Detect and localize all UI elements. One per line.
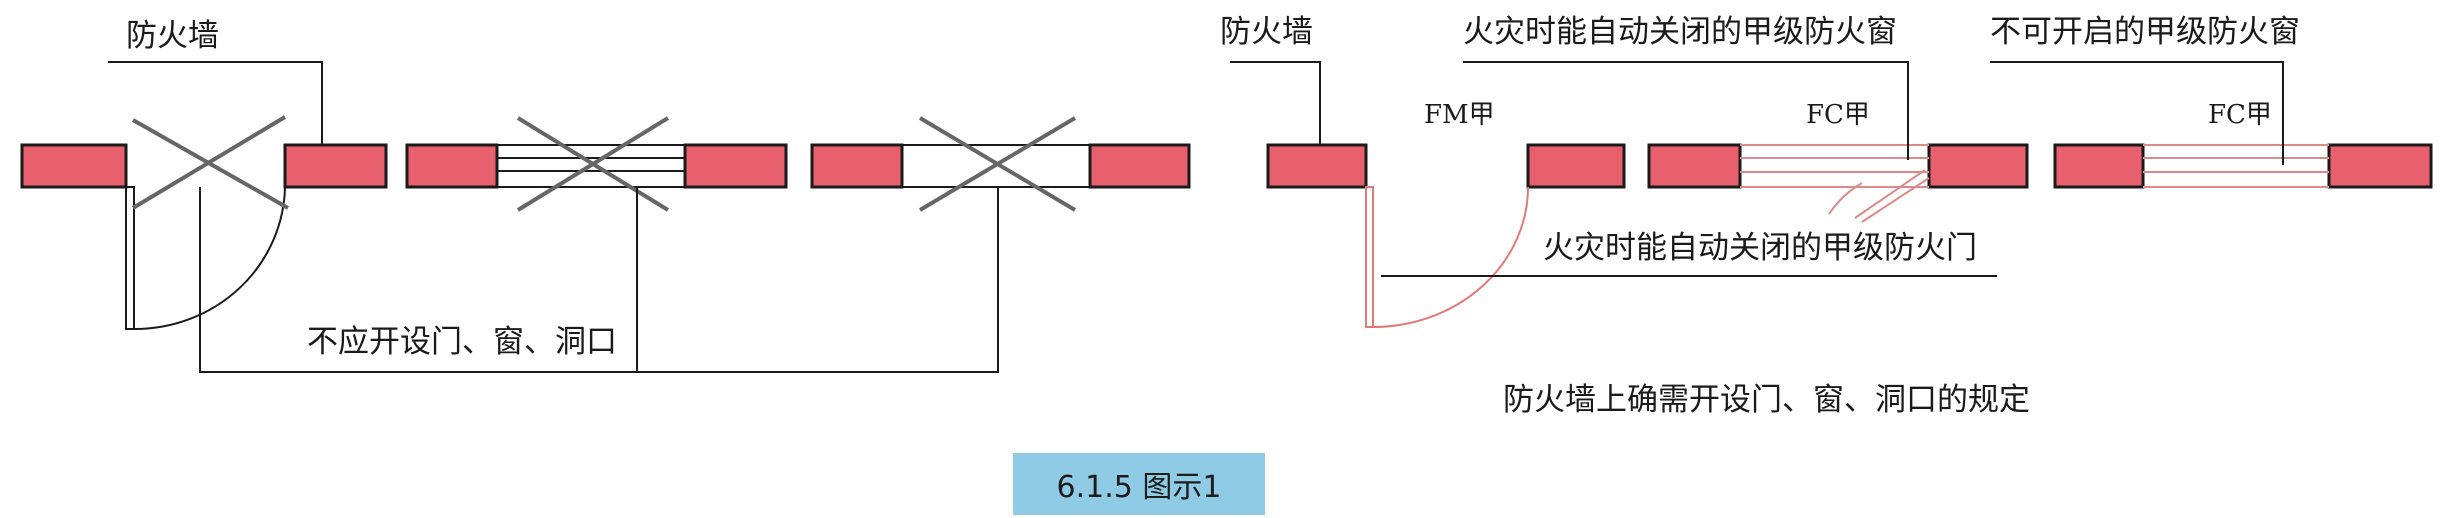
door-leaf	[1365, 186, 1374, 328]
wall-segment	[810, 143, 904, 189]
auto-window-label: 火灾时能自动关闭的甲级防火窗	[1463, 14, 1897, 50]
right-diagram: 防火墙 火灾时能自动关闭的甲级防火窗 不可开启的甲级防火窗 FM甲 FC甲 FC…	[1220, 14, 2433, 418]
wall-segment	[405, 143, 499, 189]
door-swing-arc	[1372, 186, 1529, 328]
wall-segment	[1088, 143, 1191, 189]
forbidden-window-opening	[497, 116, 685, 212]
fixed-window-label: 不可开启的甲级防火窗	[1990, 14, 2300, 50]
auto-window-opening	[1740, 144, 1930, 223]
forbidden-leader	[199, 187, 999, 373]
right-fire-wall-label: 防火墙	[1220, 14, 1313, 50]
window-code-label: FC甲	[2208, 100, 2272, 130]
wall-segment	[1927, 143, 2029, 189]
wall-segment	[1266, 143, 1368, 189]
diagram-subtitle: 防火墙上确需开设门、窗、洞口的规定	[1503, 382, 2030, 418]
cross-mark	[918, 116, 1077, 212]
auto-window-leader	[1463, 61, 1909, 160]
wall-segment	[2053, 143, 2145, 189]
fixed-window-leader	[1990, 61, 2284, 165]
right-fire-wall-leader	[1230, 61, 1321, 145]
left-fire-wall-label: 防火墙	[126, 18, 219, 54]
fixed-window-opening	[2143, 144, 2329, 188]
wall-segment	[20, 143, 128, 189]
wall-segment	[1526, 143, 1626, 189]
window-swing-arc	[1828, 182, 1863, 215]
door-code-label: FM甲	[1424, 100, 1495, 130]
cross-mark	[516, 116, 670, 212]
cross-mark	[132, 118, 289, 210]
window-code-label: FC甲	[1806, 100, 1870, 130]
figure-caption-text: 6.1.5 图示1	[1056, 470, 1222, 505]
figure-caption: 6.1.5 图示1	[1013, 453, 1265, 515]
left-diagram: 防火墙 不应开设门、窗、洞口	[20, 18, 1191, 373]
fire-door-opening	[1365, 145, 1529, 328]
forbidden-hole-opening	[902, 116, 1090, 212]
wall-segment	[683, 143, 788, 189]
cross-mark	[131, 115, 287, 210]
forbidden-door-opening	[125, 115, 289, 331]
wall-segment	[2327, 143, 2433, 189]
wall-segment	[1647, 143, 1742, 189]
auto-door-label: 火灾时能自动关闭的甲级防火门	[1543, 230, 1977, 266]
wall-segment	[283, 143, 388, 189]
forbidden-label: 不应开设门、窗、洞口	[307, 324, 617, 360]
fire-wall-leader	[108, 61, 323, 145]
